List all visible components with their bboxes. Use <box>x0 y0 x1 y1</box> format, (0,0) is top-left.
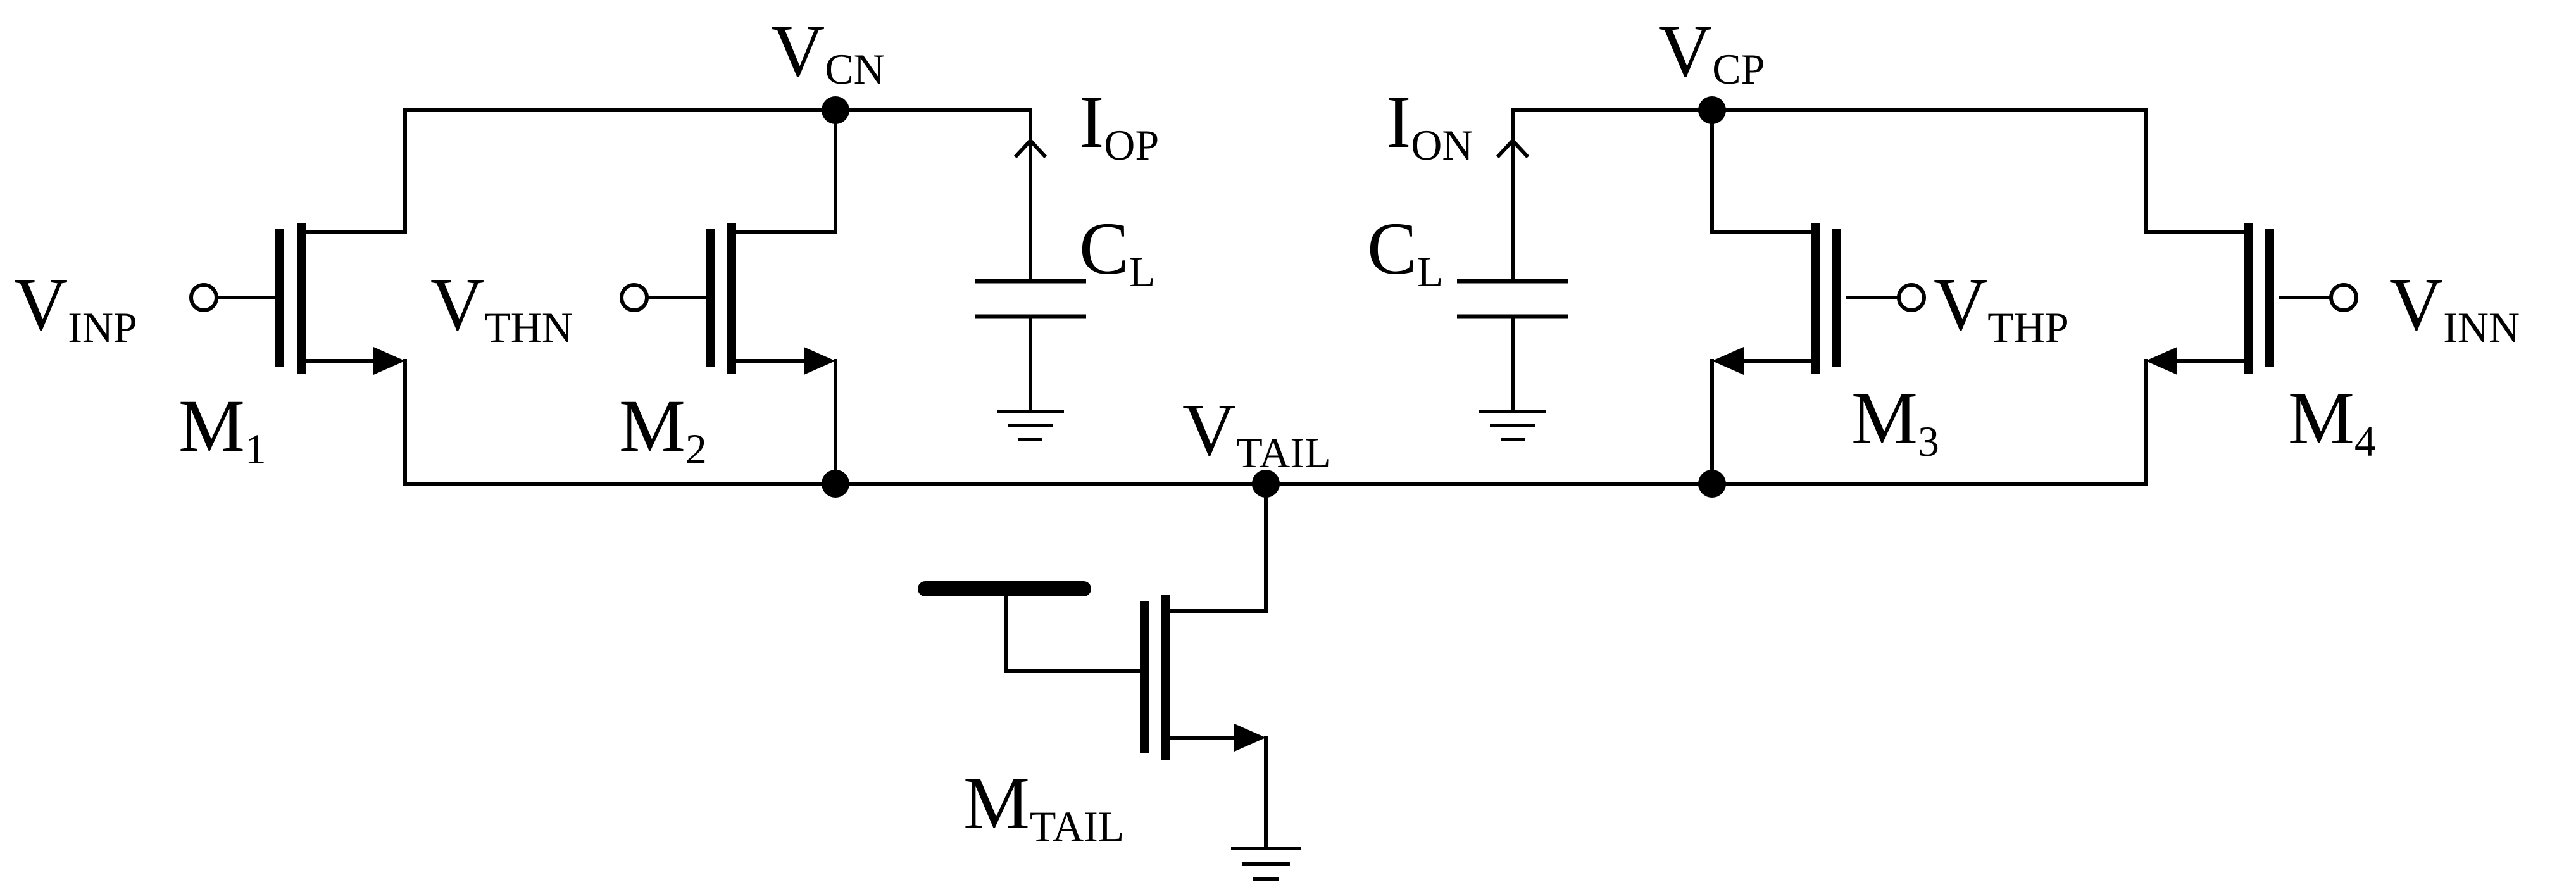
label-m2: M2 <box>619 384 707 473</box>
label-vthp: VTHP <box>1934 263 2069 351</box>
junction-vcn <box>822 96 849 124</box>
label-cl-right: CL <box>1367 207 1443 296</box>
label-m1: M1 <box>178 384 266 473</box>
label-mtail: MTAIL <box>963 762 1124 850</box>
vthn-terminal[interactable] <box>620 283 649 312</box>
label-vinp: VINP <box>14 263 137 351</box>
transistor-m1 <box>189 223 405 375</box>
label-vinn: VINN <box>2389 263 2520 351</box>
label-m3: M3 <box>1851 377 1939 465</box>
labels: VCN VCP IOP ION CL CL VINP VTHN VTHP VIN… <box>14 9 2520 850</box>
label-m4: M4 <box>2288 377 2376 465</box>
load-capacitor-left <box>975 137 1086 441</box>
left-wires <box>215 108 2148 486</box>
vthp-terminal[interactable] <box>1897 283 1926 312</box>
junction-m3-source <box>1698 470 1726 498</box>
label-vcp: VCP <box>1658 9 1765 93</box>
junction-vtail <box>1252 470 1280 498</box>
junction-vcp <box>1698 96 1726 124</box>
label-iop: IOP <box>1079 80 1159 169</box>
label-cl-left: CL <box>1079 207 1155 296</box>
right-wires <box>1511 108 2333 486</box>
vinn-terminal[interactable] <box>2329 283 2358 312</box>
label-vcn: VCN <box>771 9 885 93</box>
label-vthn: VTHN <box>430 263 573 351</box>
label-vtail: VTAIL <box>1182 388 1331 477</box>
junctions <box>822 96 1726 498</box>
vinp-terminal[interactable] <box>189 283 218 312</box>
transistor-m4 <box>2146 223 2358 375</box>
transistor-m2 <box>620 223 835 375</box>
load-capacitor-right <box>1457 137 1568 441</box>
tail-transistor <box>918 482 1301 881</box>
transistor-m3 <box>1712 223 1926 375</box>
label-ion: ION <box>1386 80 1473 169</box>
junction-m2-source <box>822 470 849 498</box>
